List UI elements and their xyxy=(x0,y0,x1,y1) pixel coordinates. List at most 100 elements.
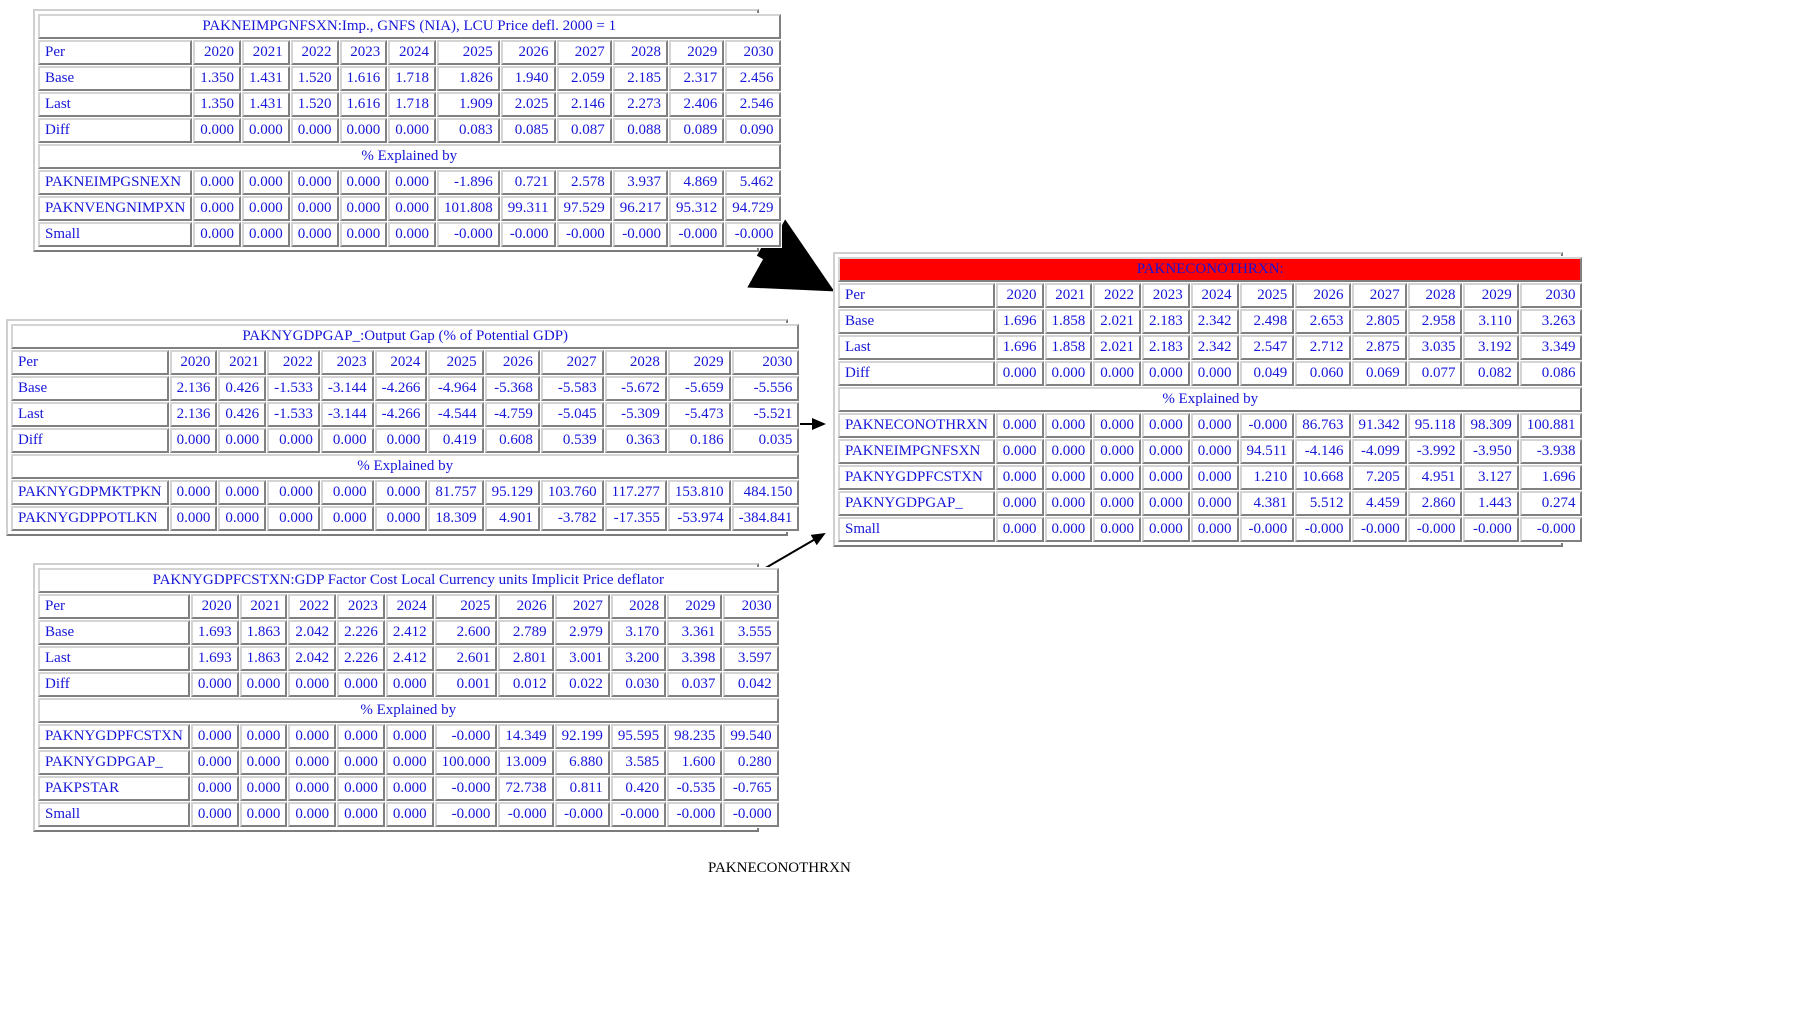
row-label: Base xyxy=(11,376,169,401)
row-label: Last xyxy=(38,646,190,671)
row-label: PAKNEIMPGNFSXN xyxy=(838,439,995,464)
data-table: PAKNYGDPFCSTXN:GDP Factor Cost Local Cur… xyxy=(37,567,780,828)
row-label: Diff xyxy=(11,428,169,453)
cell-value: -0.000 xyxy=(725,222,781,247)
cell-value: 94.511 xyxy=(1239,439,1295,464)
cell-value: 3.555 xyxy=(723,620,779,645)
row-label: Diff xyxy=(838,361,995,386)
table-card-paknygdpfcstxn: PAKNYGDPFCSTXN:GDP Factor Cost Local Cur… xyxy=(33,563,780,832)
cell-value: 4.381 xyxy=(1239,491,1295,516)
cell-value: 0.000 xyxy=(385,776,434,801)
cell-value: -17.355 xyxy=(604,506,667,531)
year-header: 2027 xyxy=(1351,283,1407,308)
year-header: 2024 xyxy=(385,594,434,619)
cell-value: 0.186 xyxy=(667,428,731,453)
cell-value: 96.217 xyxy=(612,196,668,221)
cell-value: 2.979 xyxy=(554,620,610,645)
cell-value: -0.000 xyxy=(434,776,498,801)
cell-value: 0.000 xyxy=(1044,413,1093,438)
cell-value: 0.000 xyxy=(239,750,288,775)
cell-value: 0.811 xyxy=(554,776,610,801)
cell-value: -4.266 xyxy=(374,376,428,401)
year-header: 2029 xyxy=(667,594,723,619)
cell-value: 2.183 xyxy=(1142,309,1190,334)
cell-value: 0.000 xyxy=(385,672,434,697)
edge-fcst-to-other xyxy=(761,532,826,571)
cell-value: 100.000 xyxy=(434,750,498,775)
row-label: Small xyxy=(838,517,995,542)
cell-value: 0.000 xyxy=(388,118,437,143)
year-header: 2021 xyxy=(242,40,290,65)
cell-value: 0.000 xyxy=(288,672,337,697)
cell-value: 0.000 xyxy=(242,196,290,221)
cell-value: 0.000 xyxy=(193,170,242,195)
cell-value: 97.529 xyxy=(556,196,612,221)
year-header: 2030 xyxy=(1519,283,1583,308)
row-label: Base xyxy=(838,309,995,334)
cell-value: 0.000 xyxy=(320,506,374,531)
cell-value: 0.000 xyxy=(995,361,1044,386)
cell-value: 3.585 xyxy=(610,750,667,775)
cell-value: 0.000 xyxy=(190,672,239,697)
cell-value: -0.000 xyxy=(1463,517,1519,542)
cell-value: -53.974 xyxy=(667,506,731,531)
cell-value: 2.059 xyxy=(556,66,612,91)
year-header: 2026 xyxy=(498,594,554,619)
cell-value: 0.000 xyxy=(339,170,388,195)
cell-value: 0.000 xyxy=(193,222,242,247)
cell-value: 0.608 xyxy=(484,428,540,453)
data-table: PAKNEIMPGNFSXN:Imp., GNFS (NIA), LCU Pri… xyxy=(37,13,782,248)
cell-value: -5.521 xyxy=(731,402,800,427)
cell-value: 2.146 xyxy=(556,92,612,117)
cell-value: 0.000 xyxy=(385,750,434,775)
cell-value: 95.118 xyxy=(1407,413,1463,438)
year-header: 2027 xyxy=(540,350,604,375)
cell-value: -1.896 xyxy=(437,170,500,195)
cell-value: -5.473 xyxy=(667,402,731,427)
table-card-paknimpgnfsxn: PAKNEIMPGNFSXN:Imp., GNFS (NIA), LCU Pri… xyxy=(33,9,782,252)
explained-by-label: % Explained by xyxy=(838,387,1583,412)
cell-value: 4.459 xyxy=(1351,491,1407,516)
cell-value: 0.000 xyxy=(1142,491,1190,516)
cell-value: -0.000 xyxy=(723,802,779,827)
cell-value: 484.150 xyxy=(731,480,800,505)
table-title-row: PAKNECONOTHRXN: xyxy=(838,257,1583,282)
cell-value: 1.696 xyxy=(1519,465,1583,490)
cell-value: 0.042 xyxy=(723,672,779,697)
year-header: 2022 xyxy=(288,594,337,619)
graph-caption: PAKNECONOTHRXN xyxy=(708,860,851,876)
row-label: PAKNYGDPGAP_ xyxy=(838,491,995,516)
cell-value: 2.546 xyxy=(725,92,781,117)
cell-value: 0.721 xyxy=(500,170,556,195)
cell-value: 0.000 xyxy=(288,776,337,801)
row-label: Diff xyxy=(38,672,190,697)
year-header: 2021 xyxy=(239,594,288,619)
cell-value: 1.520 xyxy=(290,92,339,117)
year-header: 2025 xyxy=(428,350,484,375)
cell-value: 1.693 xyxy=(190,620,239,645)
table-title: PAKNYGDPGAP_:Output Gap (% of Potential … xyxy=(11,324,800,349)
cell-value: 2.498 xyxy=(1239,309,1295,334)
cell-value: 1.693 xyxy=(190,646,239,671)
cell-value: 100.881 xyxy=(1519,413,1583,438)
cell-value: -0.000 xyxy=(612,222,668,247)
cell-value: -5.672 xyxy=(604,376,667,401)
year-header: 2026 xyxy=(484,350,540,375)
cell-value: -5.556 xyxy=(731,376,800,401)
cell-value: 0.037 xyxy=(667,672,723,697)
explained-by-label: % Explained by xyxy=(38,698,779,723)
cell-value: 0.000 xyxy=(995,413,1044,438)
cell-value: -384.841 xyxy=(731,506,800,531)
cell-value: 3.192 xyxy=(1463,335,1519,360)
cell-value: 0.000 xyxy=(290,170,339,195)
cell-value: 2.601 xyxy=(434,646,498,671)
cell-value: -4.266 xyxy=(374,402,428,427)
cell-value: 0.089 xyxy=(669,118,725,143)
